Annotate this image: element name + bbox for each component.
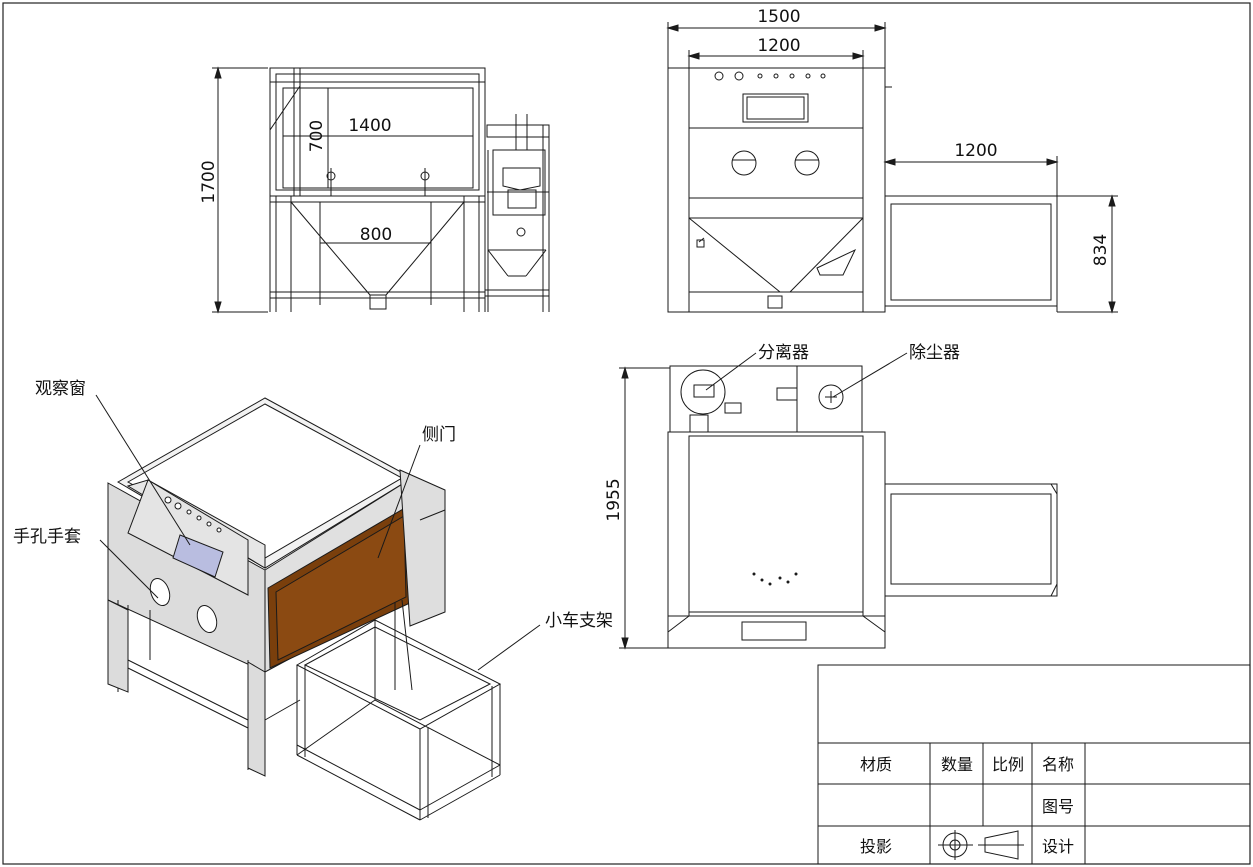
projection-header: 投影 bbox=[860, 837, 892, 856]
design-header: 设计 bbox=[1042, 837, 1074, 856]
side-chamber-width-dim: 1400 bbox=[348, 116, 391, 136]
side-chamber-height-dim: 700 bbox=[307, 120, 327, 152]
side-hopper-width-dim: 800 bbox=[360, 225, 392, 245]
dust-collector-label: 除尘器 bbox=[909, 343, 960, 363]
side-view bbox=[212, 66, 550, 314]
name-header: 名称 bbox=[1042, 755, 1074, 774]
cart-length-dim: 1200 bbox=[954, 141, 997, 161]
front-width-inner-dim: 1200 bbox=[757, 36, 800, 56]
drawing-no-header: 图号 bbox=[1042, 797, 1074, 816]
front-width-outer-dim: 1500 bbox=[757, 7, 800, 27]
top-depth-dim: 1955 bbox=[604, 478, 624, 521]
title-block bbox=[817, 664, 1251, 865]
top-view bbox=[619, 352, 1058, 650]
side-door-label: 侧门 bbox=[422, 425, 456, 445]
window-label: 观察窗 bbox=[35, 379, 86, 399]
separator-label: 分离器 bbox=[758, 343, 809, 363]
material-header: 材质 bbox=[860, 755, 892, 774]
scale-header: 比例 bbox=[992, 755, 1024, 774]
cart-height-dim: 834 bbox=[1091, 234, 1111, 266]
iso-view bbox=[95, 394, 541, 821]
side-height-dim: 1700 bbox=[199, 160, 219, 203]
front-view bbox=[666, 22, 1118, 314]
gloves-label: 手孔手套 bbox=[13, 527, 81, 547]
cart-label: 小车支架 bbox=[545, 611, 613, 631]
quantity-header: 数量 bbox=[941, 755, 973, 774]
